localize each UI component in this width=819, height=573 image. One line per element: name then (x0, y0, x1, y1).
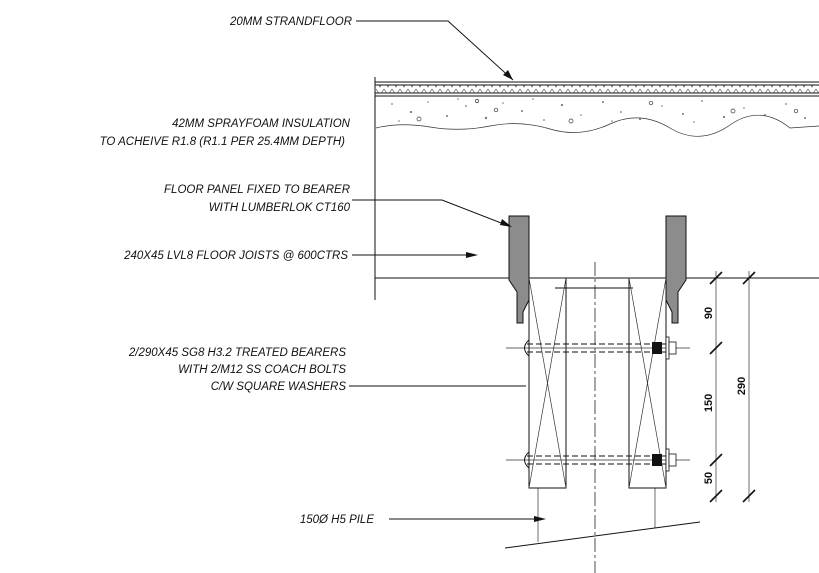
insulation-dots (391, 98, 806, 123)
note-panel-line2: WITH LUMBERLOK CT160 (209, 202, 351, 214)
lower-washer (665, 448, 670, 472)
dimension-chain-right (742, 271, 756, 503)
dim-90: 90 (703, 307, 715, 319)
leader-lines (349, 20, 546, 522)
strandfloor-layer (375, 81, 819, 97)
insulation-layer (375, 98, 819, 137)
note-panel-line1: FLOOR PANEL FIXED TO BEARER (164, 184, 350, 196)
note-insulation-line2: TO ACHEIVE R1.8 (R1.1 PER 25.4MM DEPTH) (100, 136, 346, 148)
upper-washer (665, 336, 670, 360)
dimension-chain-left (709, 271, 723, 503)
upper-coach-bolt (506, 336, 690, 360)
note-bearers-line3: C/W SQUARE WASHERS (211, 381, 347, 393)
note-strandfloor: 20MM STRANDFLOOR (229, 16, 352, 28)
upper-nut (652, 342, 662, 354)
note-bearers-line2: WITH 2/M12 SS COACH BOLTS (178, 364, 346, 376)
note-joists: 240X45 LVL8 FLOOR JOISTS @ 600CTRS (123, 250, 348, 262)
lower-coach-bolt (506, 448, 690, 472)
insulation-circles (416, 99, 799, 124)
dim-50: 50 (703, 472, 715, 484)
ground-line (504, 521, 701, 549)
pile-outline (537, 287, 656, 542)
lower-nut (652, 454, 662, 466)
note-insulation-line1: 42MM SPRAYFOAM INSULATION (172, 118, 351, 130)
note-pile: 150Ø H5 PILE (300, 514, 374, 526)
note-bearers-line1: 2/290X45 SG8 H3.2 TREATED BEARERS (128, 347, 346, 359)
dim-150: 150 (703, 394, 715, 412)
right-bearer (628, 277, 667, 489)
left-cleat (508, 215, 530, 324)
left-bearer (528, 277, 567, 489)
right-cleat (665, 215, 687, 324)
dim-290: 290 (736, 377, 748, 395)
